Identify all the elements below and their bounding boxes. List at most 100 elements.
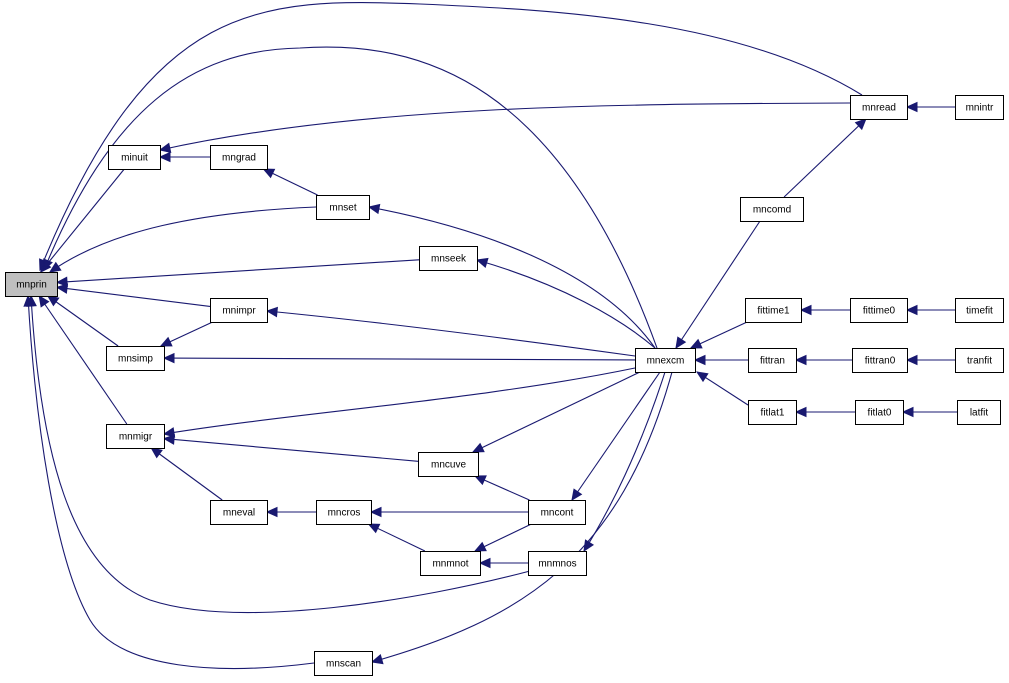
edge-layer	[23, 2, 957, 669]
arrowhead	[367, 523, 381, 534]
node-mngrad[interactable]: mngrad	[210, 145, 268, 170]
edge-timefit-to-fittime0	[905, 304, 955, 316]
node-mnmnot[interactable]: mnmnot	[420, 551, 481, 576]
arrowhead	[571, 488, 583, 502]
node-mnintr[interactable]: mnintr	[955, 95, 1004, 120]
edge-mnmnot-to-mncros	[367, 523, 426, 552]
edge-mnexcm-to-mnscan	[370, 371, 673, 665]
node-mnsimp[interactable]: mnsimp	[106, 346, 165, 371]
node-label: mnmigr	[119, 432, 153, 443]
edge-mncont-to-mncros	[369, 506, 528, 518]
node-mnset[interactable]: mnset	[316, 195, 370, 220]
edge-tranfit-to-fittran0	[905, 354, 955, 366]
edge-mncros-to-mneval	[265, 506, 316, 518]
edge-line	[783, 118, 867, 198]
edge-mncuve-to-mnmigr	[162, 434, 419, 462]
node-label: minuit	[121, 153, 148, 164]
node-box	[740, 197, 804, 222]
edge-mnimpr-to-mnprin	[55, 283, 211, 307]
arrowhead	[475, 257, 489, 268]
node-minuit[interactable]: minuit	[108, 145, 161, 170]
node-box	[955, 348, 1004, 373]
edge-mnscan-to-mnprin	[23, 294, 315, 669]
edge-fittime0-to-fittime1	[799, 304, 850, 316]
node-latfit[interactable]: latfit	[957, 400, 1001, 425]
arrowhead	[675, 336, 687, 350]
node-label: mnprin	[16, 280, 47, 291]
arrowhead	[369, 506, 382, 518]
node-box	[210, 298, 268, 323]
node-tranfit[interactable]: tranfit	[955, 348, 1004, 373]
arrowhead	[55, 283, 69, 294]
node-mnmigr[interactable]: mnmigr	[106, 424, 165, 449]
edge-mnread-to-minuit	[158, 102, 851, 153]
arrowhead	[55, 276, 68, 288]
node-fittran0[interactable]: fittran0	[852, 348, 908, 373]
edge-mnsimp-to-mnprin	[46, 295, 119, 347]
arrowhead	[158, 151, 171, 163]
node-fitlat1[interactable]: fitlat1	[748, 400, 797, 425]
node-layer: mnprin minuit mngrad mnset mnseek mnimpr mnsim…	[5, 95, 1004, 676]
node-label: mncomd	[753, 205, 791, 216]
edge-mnintr-to-mnread	[905, 101, 955, 113]
node-box	[106, 424, 165, 449]
edge-fittran-to-mnexcm	[693, 354, 748, 366]
node-label: tranfit	[967, 356, 992, 367]
node-mnprin[interactable]: mnprin	[5, 272, 58, 297]
edge-line	[675, 220, 761, 349]
node-mncont[interactable]: mncont	[528, 500, 586, 525]
edge-mnexcm-to-mnmnos	[583, 371, 666, 553]
arrowhead	[794, 354, 807, 366]
edge-mnseek-to-mnprin	[55, 259, 420, 288]
arrowhead	[162, 434, 175, 445]
node-mncomd[interactable]: mncomd	[740, 197, 804, 222]
node-box	[850, 95, 908, 120]
node-timefit[interactable]: timefit	[955, 298, 1004, 323]
arrowhead	[689, 338, 703, 349]
edge-line	[56, 259, 420, 283]
node-label: fittran	[760, 356, 785, 367]
edge-line	[56, 286, 211, 307]
node-fittime0[interactable]: fittime0	[850, 298, 908, 323]
edge-line	[47, 295, 119, 347]
node-label: mncuve	[431, 460, 466, 471]
node-label: mnset	[329, 203, 356, 214]
node-mneval[interactable]: mneval	[210, 500, 268, 525]
node-mnmnos[interactable]: mnmnos	[528, 551, 587, 576]
node-mnexcm[interactable]: mnexcm	[635, 348, 696, 373]
edge-line	[27, 295, 315, 669]
node-fitlat0[interactable]: fitlat0	[855, 400, 904, 425]
edge-line	[583, 371, 666, 552]
node-mncros[interactable]: mncros	[316, 500, 372, 525]
node-mnimpr[interactable]: mnimpr	[210, 298, 268, 323]
node-label: timefit	[966, 306, 993, 317]
arrowhead	[473, 541, 487, 552]
node-label: mnexcm	[647, 356, 685, 367]
edge-line	[476, 259, 656, 349]
edge-mncomd-to-mnread	[783, 118, 867, 198]
edge-mnexcm-to-mnset	[367, 203, 656, 349]
edge-fitlat1-to-mnexcm	[695, 371, 749, 406]
node-fittime1[interactable]: fittime1	[745, 298, 802, 323]
node-label: mncont	[541, 508, 574, 519]
edge-mncomd-to-mnexcm	[675, 220, 761, 350]
node-label: mneval	[223, 508, 255, 519]
node-box	[5, 272, 58, 297]
node-mnscan[interactable]: mnscan	[314, 651, 373, 676]
node-label: mngrad	[222, 153, 256, 164]
node-mncuve[interactable]: mncuve	[418, 452, 479, 477]
edge-mnexcm-to-mnsimp	[162, 352, 636, 364]
edge-mnexcm-to-mnprin	[43, 46, 658, 349]
node-box	[316, 500, 372, 525]
arrowhead	[265, 506, 278, 518]
arrowhead	[693, 354, 706, 366]
node-mnread[interactable]: mnread	[850, 95, 908, 120]
edge-mngrad-to-minuit	[158, 151, 210, 163]
arrowhead	[158, 142, 172, 153]
edge-mnexcm-to-mnmigr	[162, 367, 636, 438]
node-mnseek[interactable]: mnseek	[419, 246, 478, 271]
edge-mnexcm-to-mncont	[571, 371, 661, 502]
node-label: mnread	[862, 103, 896, 114]
node-fittran[interactable]: fittran	[748, 348, 797, 373]
